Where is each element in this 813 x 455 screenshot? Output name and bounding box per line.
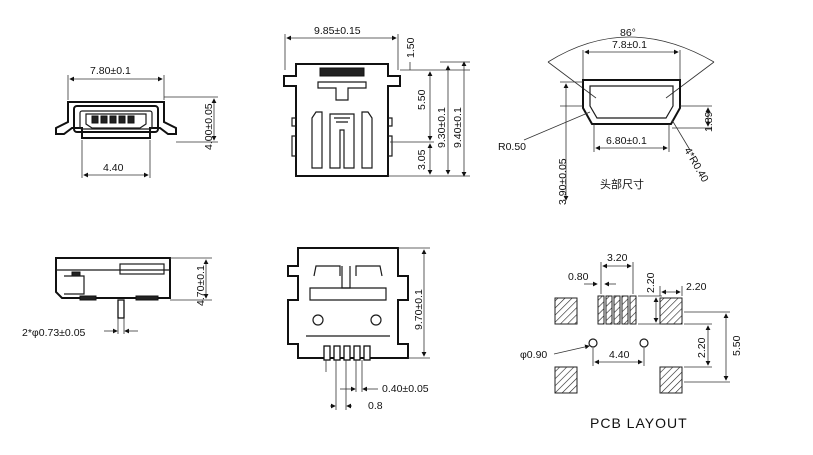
pcb-layout-title: PCB LAYOUT bbox=[590, 415, 688, 431]
pcb-vert-total: 5.50 bbox=[731, 335, 743, 356]
front-view: 7.80±0.1 4.00±0.05 4.40 bbox=[55, 65, 218, 178]
front-bottom-dim: 4.40 bbox=[103, 162, 124, 174]
bottom-pin-width: 0.40±0.05 bbox=[382, 383, 429, 395]
pcb-pad-width: 0.80 bbox=[568, 271, 589, 283]
head-bottom-width: 6.80±0.1 bbox=[606, 135, 647, 147]
head-height-right: 1.89 bbox=[703, 111, 715, 132]
side-view: 4.70±0.1 2*φ0.73±0.05 bbox=[22, 257, 212, 339]
top-small-dim: 1.50 bbox=[405, 37, 417, 58]
top-view: 9.85±0.15 1.50 5.50 9.30±0.1 9.40±0.1 3.… bbox=[283, 25, 470, 177]
head-height-left: 3.90±0.05 bbox=[557, 158, 569, 205]
pcb-hole-dia: φ0.90 bbox=[520, 349, 547, 361]
front-pins bbox=[91, 115, 135, 124]
head-radius-right: 4*R0.40 bbox=[681, 146, 710, 185]
pcb-signal-pads bbox=[597, 295, 637, 325]
pcb-mount-pad: 2.20 bbox=[686, 281, 707, 293]
pcb-layout: 3.20 0.80 2.20 2.20 2.20 5.50 φ0.90 4.40… bbox=[520, 252, 743, 431]
front-width-dim: 7.80±0.1 bbox=[90, 65, 131, 77]
pcb-hole-spacing: 4.40 bbox=[609, 349, 630, 361]
side-diameter-dim: 2*φ0.73±0.05 bbox=[22, 327, 86, 339]
bottom-view: 0.40±0.05 0.8 9.70±0.1 bbox=[287, 247, 430, 412]
top-dim-a: 5.50 bbox=[416, 89, 428, 110]
pcb-hole-right bbox=[639, 338, 649, 348]
head-caption: 头部尺寸 bbox=[600, 177, 644, 191]
top-width-dim: 9.85±0.15 bbox=[314, 25, 361, 37]
pcb-mount-pad-bl bbox=[554, 366, 578, 394]
head-profile-view: 86° 7.8±0.1 1.89 6.80±0.1 R0.50 4*R0.40 … bbox=[498, 27, 715, 205]
pcb-mount-pad-tl bbox=[554, 297, 578, 325]
bottom-pitch: 0.8 bbox=[368, 400, 383, 412]
front-height-dim: 4.00±0.05 bbox=[203, 103, 215, 150]
head-top-width: 7.8±0.1 bbox=[612, 39, 647, 51]
pcb-mount-pad-tr bbox=[659, 297, 683, 325]
pcb-pad-len: 2.20 bbox=[645, 272, 657, 293]
head-radius-left: R0.50 bbox=[498, 141, 526, 153]
top-dim-d: 3.05 bbox=[416, 149, 428, 170]
bottom-height-dim: 9.70±0.1 bbox=[413, 289, 425, 330]
top-dim-c: 9.40±0.1 bbox=[452, 107, 464, 148]
side-height-dim: 4.70±0.1 bbox=[195, 265, 207, 306]
top-dim-b: 9.30±0.1 bbox=[436, 107, 448, 148]
pcb-mount-pad-br bbox=[659, 366, 683, 394]
bottom-pins bbox=[323, 345, 371, 361]
pcb-pitch-span: 3.20 bbox=[607, 252, 628, 264]
head-angle: 86° bbox=[620, 27, 636, 39]
pcb-vert-span: 2.20 bbox=[696, 337, 708, 358]
pcb-hole-left bbox=[588, 338, 598, 348]
